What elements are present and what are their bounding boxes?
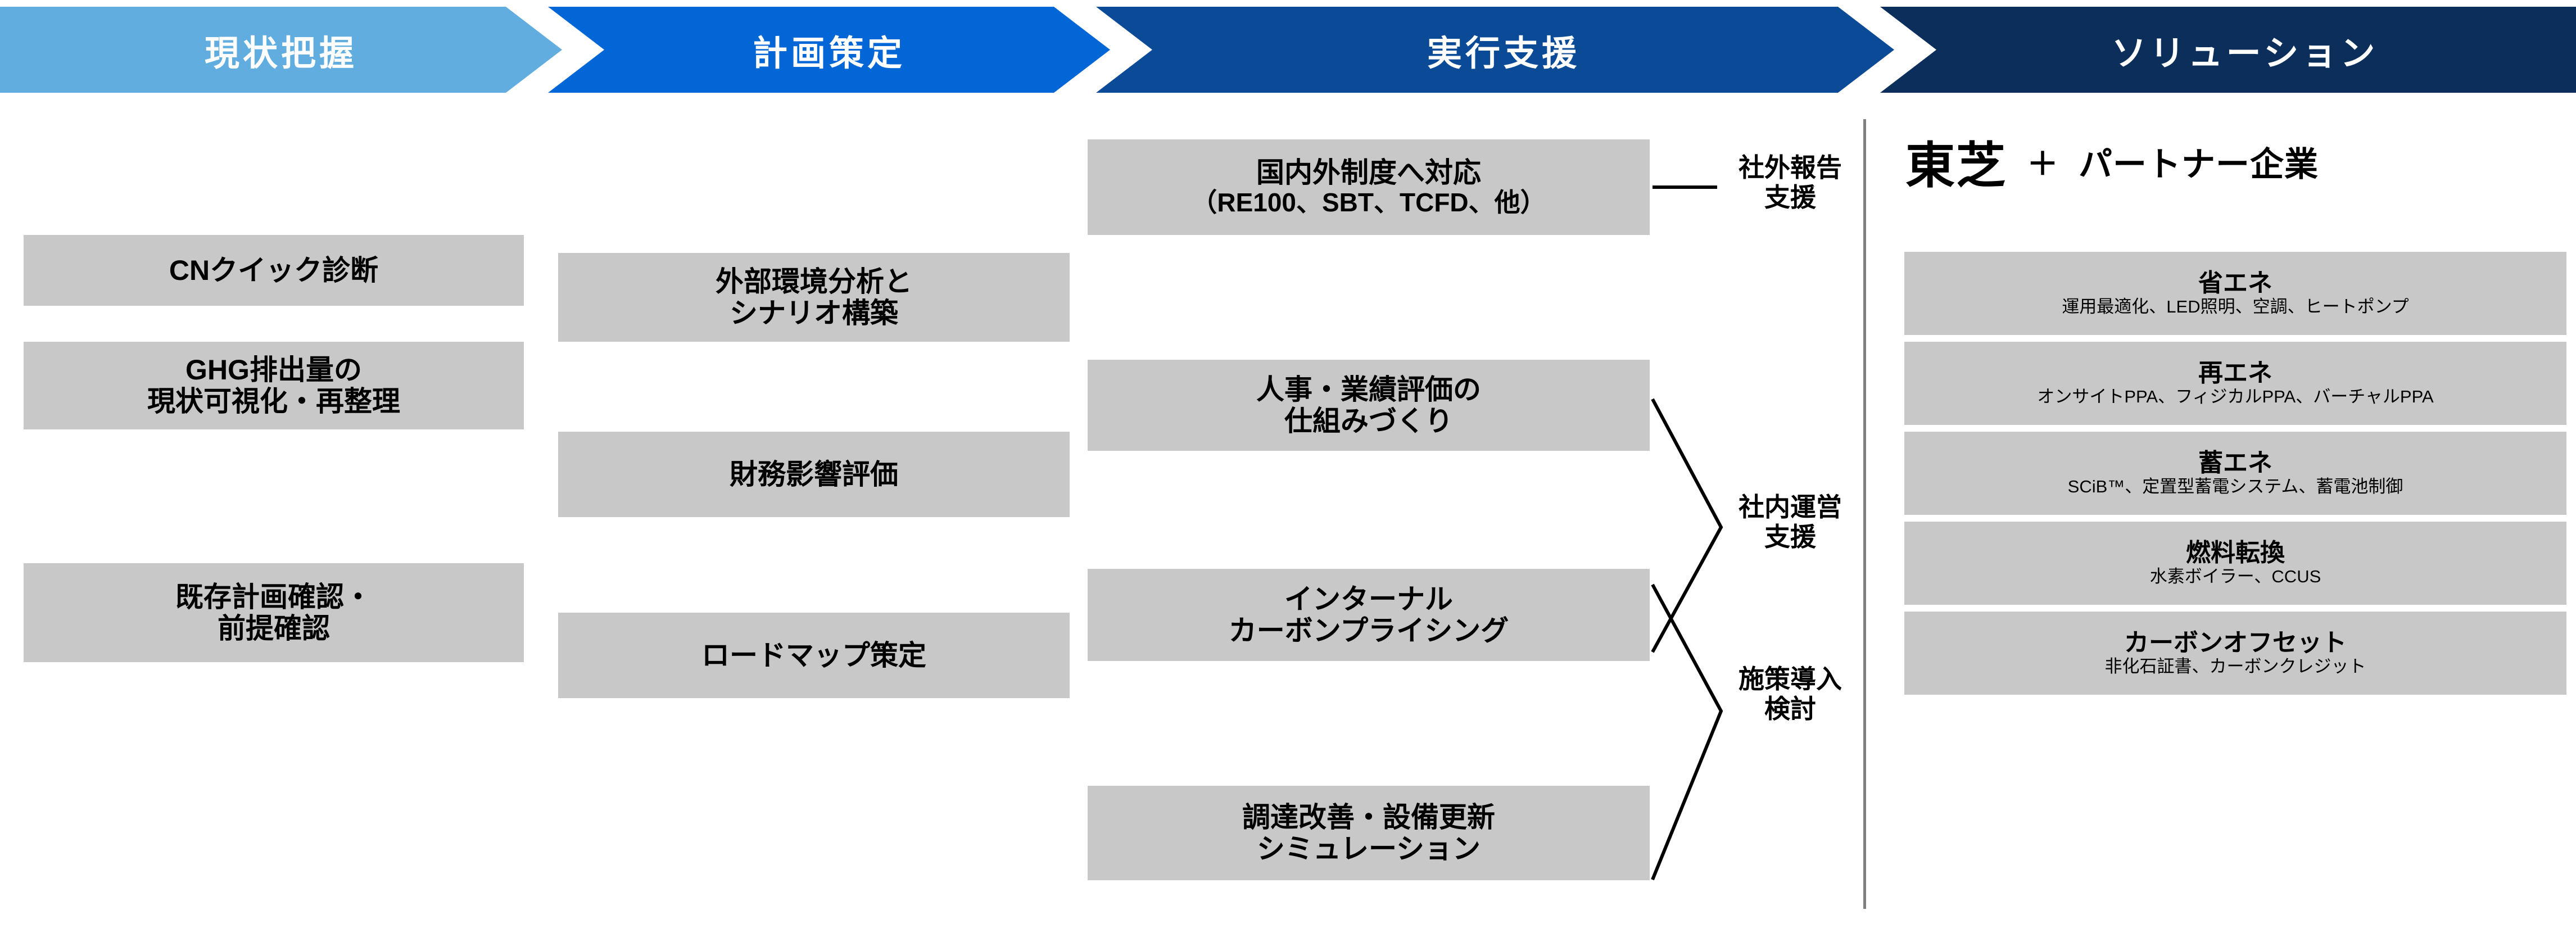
card-ghg-emissions-visualization[interactable]: GHG排出量の 現状可視化・再整理 [24,342,524,429]
card-roadmap-formulation[interactable]: ロードマップ策定 [558,613,1070,698]
card-line: インターナル [1284,583,1453,615]
card-existing-plan-confirmation[interactable]: 既存計画確認・ 前提確認 [24,563,524,662]
brand-name-toshiba: 東芝 [1905,137,2007,193]
card-line: 人事・業績評価の [1256,374,1481,405]
step-chevron-assessment[interactable]: 現状把握 [0,7,562,93]
solution-description: SCiB™、定置型蓄電システム、蓄電池制御 [2067,477,2403,497]
card-line: シミュレーション [1257,833,1481,864]
card-procurement-equipment-simulation[interactable]: 調達改善・設備更新 シミュレーション [1088,786,1650,880]
solution-title: 燃料転換 [2186,538,2285,567]
bracket-label-line: 支援 [1764,522,1816,552]
bracket-label-measure-introduction: 施策導入 検討 [1720,664,1860,725]
solution-title: 蓄エネ [2198,449,2272,477]
solution-provider-heading: 東芝 ＋ パートナー企業 [1905,130,2566,193]
card-line: カーボンプライシング [1228,615,1509,646]
bracket-label-line: 検討 [1764,694,1816,724]
card-hr-performance-evaluation[interactable]: 人事・業績評価の 仕組みづくり [1088,360,1650,451]
solution-description: 運用最適化、LED照明、空調、ヒートポンプ [2062,297,2409,317]
card-line: 仕組みづくり [1284,405,1453,437]
step-chevron-execution[interactable]: 実行支援 [1096,7,1894,93]
solution-title: 省エネ [2198,269,2272,297]
bracket-label-line: 社外報告 [1739,153,1842,182]
card-line: 前提確認 [218,613,330,644]
process-step-header: 現状把握 計画策定 実行支援 ソリューション [0,7,2576,93]
card-external-environment-analysis[interactable]: 外部環境分析と シナリオ構築 [558,253,1070,342]
solution-card-energy-storage[interactable]: 蓄エネ SCiB™、定置型蓄電システム、蓄電池制御 [1904,432,2566,515]
card-line: （RE100、SBT、TCFD、他） [1191,188,1546,218]
card-financial-impact-assessment[interactable]: 財務影響評価 [558,432,1070,517]
bracket-label-line: 支援 [1764,183,1816,212]
card-internal-carbon-pricing[interactable]: インターナル カーボンプライシング [1088,569,1650,661]
column-divider [1863,119,1866,909]
bracket-label-external-reporting: 社外報告 支援 [1720,153,1860,213]
card-line: CNクイック診断 [169,255,379,286]
step-label-planning: 計画策定 [752,34,906,73]
solution-card-renewable-energy[interactable]: 再エネ オンサイトPPA、フィジカルPPA、バーチャルPPA [1904,342,2566,425]
solution-description: オンサイトPPA、フィジカルPPA、バーチャルPPA [2037,387,2434,407]
solution-card-energy-saving[interactable]: 省エネ 運用最適化、LED照明、空調、ヒートポンプ [1904,252,2566,335]
bracket-label-line: 社内運営 [1739,492,1842,522]
solution-title: カーボンオフセット [2124,628,2347,657]
partner-company-label: パートナー企業 [2079,145,2319,183]
bracket-label-line: 施策導入 [1739,664,1842,694]
card-line: 現状可視化・再整理 [147,386,400,417]
card-domestic-international-regulations[interactable]: 国内外制度へ対応 （RE100、SBT、TCFD、他） [1088,139,1650,235]
card-line: 既存計画確認・ [175,581,372,613]
plus-icon: ＋ [2027,146,2059,182]
step-label-assessment: 現状把握 [204,34,357,73]
card-line: シナリオ構築 [730,297,898,329]
step-chevron-planning[interactable]: 計画策定 [548,7,1110,93]
step-label-solution: ソリューション [2111,34,2379,73]
card-line: 外部環境分析と [716,266,912,297]
bracket-label-internal-operations: 社内運営 支援 [1720,492,1860,553]
step-chevron-solution[interactable]: ソリューション [1880,7,2576,93]
card-line: 国内外制度へ対応 [1256,157,1481,189]
solution-card-fuel-conversion[interactable]: 燃料転換 水素ボイラー、CCUS [1904,522,2566,605]
solution-description: 非化石証書、カーボンクレジット [2104,657,2366,677]
solution-card-carbon-offset[interactable]: カーボンオフセット 非化石証書、カーボンクレジット [1904,612,2566,695]
solution-description: 水素ボイラー、CCUS [2149,567,2321,587]
solution-title: 再エネ [2198,359,2272,387]
card-line: ロードマップ策定 [701,640,926,671]
step-label-execution: 実行支援 [1427,34,1580,73]
card-line: 財務影響評価 [730,459,898,490]
card-line: 調達改善・設備更新 [1242,802,1495,833]
card-line: GHG排出量の [185,354,362,386]
card-cn-quick-diagnosis[interactable]: CNクイック診断 [24,235,524,306]
